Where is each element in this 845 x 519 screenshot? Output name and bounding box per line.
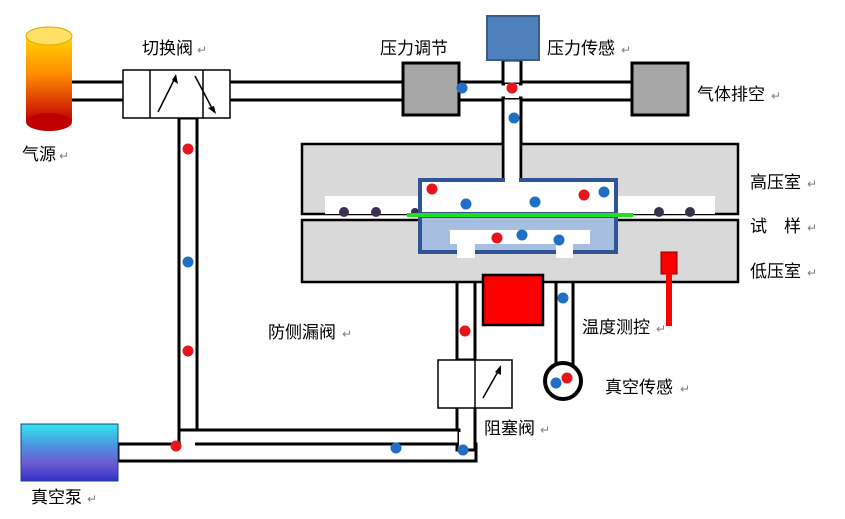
label-pressure-sensor: 压力传感: [547, 39, 615, 59]
molecule-red: [426, 183, 438, 195]
molecule-red: [491, 232, 503, 244]
return-mark: ↵: [771, 89, 781, 103]
molecule-blue: [456, 82, 468, 94]
molecule-blue: [457, 444, 469, 456]
pressure-regulator[interactable]: [401, 61, 461, 117]
label-switch-valve: 切换阀: [142, 39, 193, 59]
return-mark: ↵: [807, 266, 817, 280]
label-low-pressure-chamber: 低压室: [750, 262, 801, 282]
return-mark: ↵: [621, 43, 631, 57]
label-vacuum-pump: 真空泵: [31, 488, 82, 508]
molecule-red: [182, 345, 194, 357]
molecule-red: [182, 143, 194, 155]
molecule-red: [561, 372, 573, 384]
molecule-blue: [516, 229, 528, 241]
pipe-regulator-exhaust: [457, 80, 634, 102]
molecule-blue: [460, 198, 472, 210]
gas-exhaust-valve[interactable]: [630, 61, 690, 117]
molecule-red: [506, 82, 518, 94]
label-sample: 试 样: [750, 217, 801, 237]
molecule-red: [578, 189, 590, 201]
molecule-blue: [598, 186, 610, 198]
gas-cylinder-icon: [25, 26, 73, 131]
molecule-blue: [550, 377, 562, 389]
molecule-red: [170, 440, 182, 452]
switch-valve-icon[interactable]: [122, 69, 231, 119]
block-valve-icon[interactable]: [437, 359, 513, 409]
pressure-sensor: [486, 15, 540, 61]
return-mark: ↵: [540, 423, 550, 437]
molecule-blue: [553, 234, 565, 246]
molecule-blue: [557, 292, 569, 304]
return-mark: ↵: [197, 43, 207, 57]
vacuum-pump-icon: [20, 423, 119, 482]
heater-block: [481, 273, 545, 327]
pipe-sensor-stem: [501, 58, 523, 86]
pipe-source-valve: [68, 80, 127, 102]
label-vacuum-sensor: 真空传感: [605, 378, 673, 398]
o-ring-seals: [339, 207, 695, 217]
return-mark: ↵: [807, 177, 817, 191]
label-temperature-control: 温度测控: [582, 318, 650, 338]
molecule-red: [459, 325, 471, 337]
return-mark: ↵: [87, 492, 97, 506]
label-anti-leak-valve: 防侧漏阀: [268, 323, 336, 343]
label-high-pressure-chamber: 高压室: [750, 173, 801, 193]
return-mark: ↵: [656, 322, 666, 336]
return-mark: ↵: [342, 327, 352, 341]
molecule-blue: [508, 112, 520, 124]
return-mark: ↵: [680, 382, 690, 396]
molecule-blue: [182, 256, 194, 268]
label-gas-exhaust: 气体排空: [697, 85, 765, 105]
pipe-valve-regulator: [227, 80, 407, 102]
molecule-blue: [529, 196, 541, 208]
label-pressure-regulator: 压力调节: [380, 39, 448, 59]
pipe-bottom-inner: [177, 428, 461, 446]
sample-membrane: [407, 213, 633, 217]
label-block-valve: 阻塞阀: [484, 419, 535, 439]
labels: 气源 ↵ 切换阀 ↵ 压力调节 压力传感 ↵ 气体排空 ↵ 高压室 ↵ 试 样 …: [22, 39, 817, 508]
return-mark: ↵: [59, 149, 69, 163]
gas-molecules: [170, 82, 610, 456]
label-gas-source: 气源: [22, 145, 56, 165]
return-mark: ↵: [807, 221, 817, 235]
molecule-blue: [390, 442, 402, 454]
temperature-probe: [660, 251, 678, 326]
pipe-left-vertical: [177, 116, 199, 446]
